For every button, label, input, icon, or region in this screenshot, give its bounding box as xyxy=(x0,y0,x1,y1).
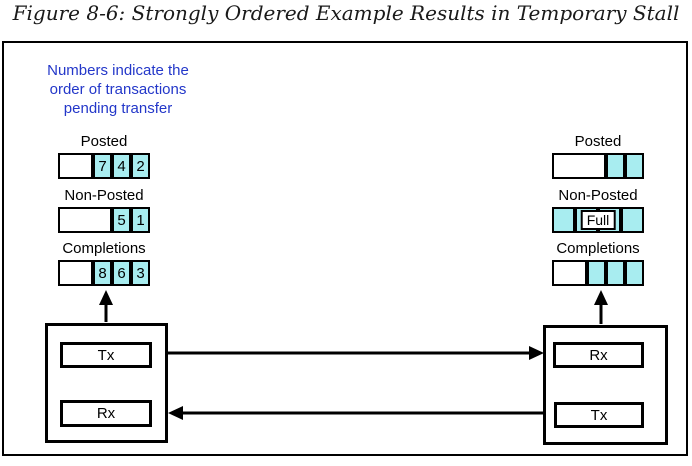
queue-cell-filled xyxy=(587,260,606,286)
left-rx-port: Rx xyxy=(60,400,152,427)
queue-cell-empty xyxy=(58,260,93,286)
queue-cell-empty xyxy=(58,153,93,179)
right-rx-port-label: Rx xyxy=(589,346,608,364)
queue-cell-empty xyxy=(58,207,112,233)
queue-cell-filled xyxy=(621,207,644,233)
figure-title: Figure 8-6: Strongly Ordered Example Res… xyxy=(12,1,680,25)
note-line: pending transfer xyxy=(63,100,173,117)
right-tx-port-label: Tx xyxy=(590,406,608,424)
queue-cell-filled xyxy=(606,153,625,179)
queue-cell-filled: 2 xyxy=(131,153,150,179)
right-completions-queue-label: Completions xyxy=(556,240,640,257)
right-posted-queue xyxy=(552,153,644,179)
note-text: Numbers indicate the order of transactio… xyxy=(20,61,216,118)
left-tx-port: Tx xyxy=(60,342,152,368)
queue-cell-filled: 6 xyxy=(112,260,131,286)
right-completions-queue xyxy=(552,260,644,286)
queue-cell-filled: 8 xyxy=(93,260,112,286)
queue-cell-filled xyxy=(625,153,644,179)
queue-cell-filled xyxy=(606,260,625,286)
queue-cell-filled xyxy=(625,260,644,286)
queue-cell-filled: 4 xyxy=(112,153,131,179)
queue-cell-empty xyxy=(552,260,587,286)
right-device-box: Rx Tx xyxy=(543,325,668,445)
queue-cell-filled: 7 xyxy=(93,153,112,179)
right-tx-port: Tx xyxy=(554,402,644,428)
queue-cell-filled: 1 xyxy=(131,207,150,233)
right-nonposted-queue-label: Non-Posted xyxy=(558,187,638,204)
right-completions-queue-group: Completions xyxy=(528,240,668,286)
queue-cell-empty xyxy=(552,153,606,179)
right-nonposted-queue-group: Non-Posted Full xyxy=(528,187,668,233)
left-tx-port-label: Tx xyxy=(97,346,115,364)
left-nonposted-queue-label: Non-Posted xyxy=(64,187,144,204)
left-completions-queue-label: Completions xyxy=(62,240,146,257)
note-line: order of transactions xyxy=(49,81,187,98)
queue-cell-filled: 5 xyxy=(112,207,131,233)
left-rx-port-label: Rx xyxy=(96,405,116,422)
full-indicator: Full xyxy=(580,210,616,230)
left-device-box: Tx Rx xyxy=(45,323,168,443)
queue-cell-filled: 3 xyxy=(131,260,150,286)
right-posted-queue-group: Posted xyxy=(528,133,668,179)
diagram-frame xyxy=(2,41,688,456)
right-nonposted-queue: Full xyxy=(552,207,644,233)
right-posted-queue-label: Posted xyxy=(574,133,622,150)
note-line: Numbers indicate the xyxy=(47,62,189,79)
right-rx-port: Rx xyxy=(553,342,644,368)
queue-cell-filled xyxy=(552,207,575,233)
left-posted-queue-label: Posted xyxy=(80,133,128,150)
